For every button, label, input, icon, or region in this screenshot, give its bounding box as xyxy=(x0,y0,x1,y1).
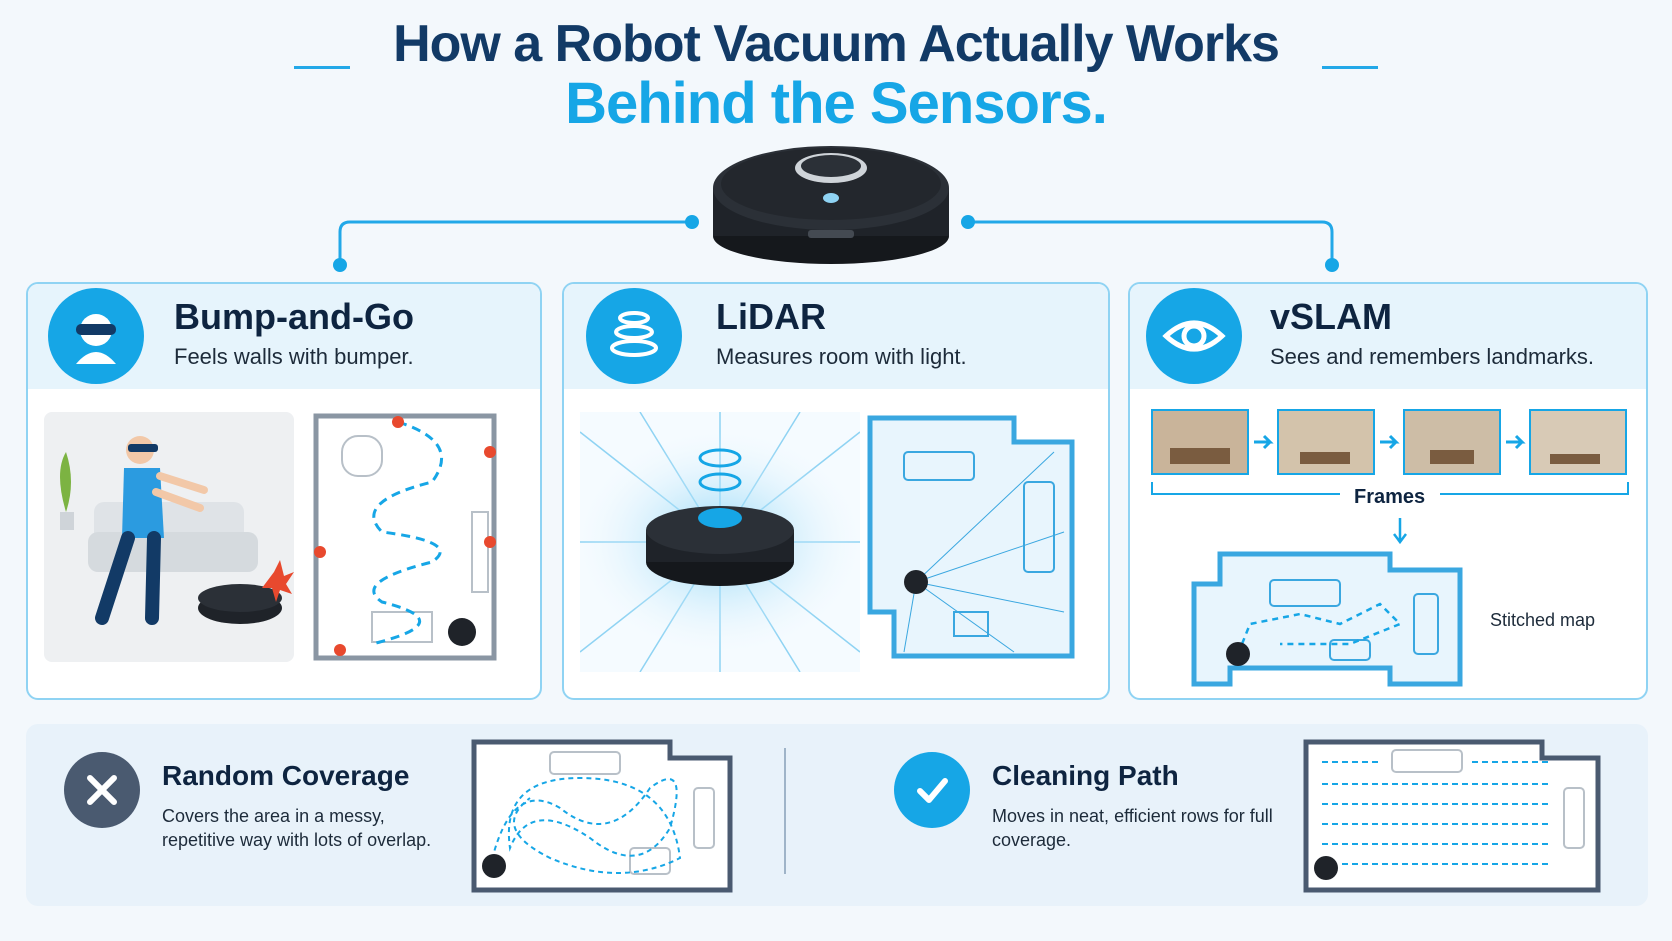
person-bumping-illustration xyxy=(44,412,294,662)
camera-frames xyxy=(1151,409,1627,475)
card-vslam: vSLAM Sees and remembers landmarks. Fram… xyxy=(1128,282,1648,700)
card-title: Bump-and-Go xyxy=(174,296,414,337)
coverage-comparison: Random Coverage Covers the area in a mes… xyxy=(26,724,1648,906)
lidar-scan-illustration xyxy=(580,412,860,672)
card-subtitle: Measures room with light. xyxy=(716,344,967,369)
cleaning-path-map xyxy=(1303,739,1601,893)
x-icon xyxy=(64,752,140,828)
cleaning-path-title: Cleaning Path xyxy=(992,760,1179,791)
frames-bracket xyxy=(1151,482,1629,495)
random-coverage-description: Covers the area in a messy, repetitive w… xyxy=(162,806,432,850)
card-subtitle: Sees and remembers landmarks. xyxy=(1270,344,1595,369)
random-coverage-title: Random Coverage xyxy=(162,760,410,791)
lidar-turret-icon xyxy=(586,288,682,384)
stitched-map xyxy=(1191,551,1463,687)
page-title: How a Robot Vacuum Actually Works xyxy=(393,15,1280,73)
card-title: LiDAR xyxy=(716,296,826,337)
connector-lines xyxy=(333,215,1339,272)
cleaning-path-description: Moves in neat, efficient rows for full c… xyxy=(992,806,1273,850)
card-subtitle: Feels walls with bumper. xyxy=(174,344,414,369)
frames-label: Frames xyxy=(1354,486,1426,508)
check-icon xyxy=(894,752,970,828)
arrow-down-icon xyxy=(1393,518,1407,545)
bump-path-map xyxy=(313,413,497,661)
card-bump-and-go: Bump-and-Go Feels walls with bumper. xyxy=(26,282,542,700)
lidar-room-map xyxy=(867,415,1075,659)
robot-vacuum-icon xyxy=(713,146,949,264)
stitched-map-label: Stitched map xyxy=(1490,610,1596,630)
card-lidar: LiDAR Measures room with light. xyxy=(562,282,1110,700)
random-coverage-map xyxy=(471,739,733,893)
page-subtitle: Behind the Sensors. xyxy=(565,71,1108,136)
title-dash-left xyxy=(294,66,350,69)
visor-head-icon xyxy=(48,288,144,384)
title-dash-right xyxy=(1322,66,1378,69)
divider xyxy=(784,748,786,874)
eye-icon xyxy=(1146,288,1242,384)
card-title: vSLAM xyxy=(1270,296,1393,337)
